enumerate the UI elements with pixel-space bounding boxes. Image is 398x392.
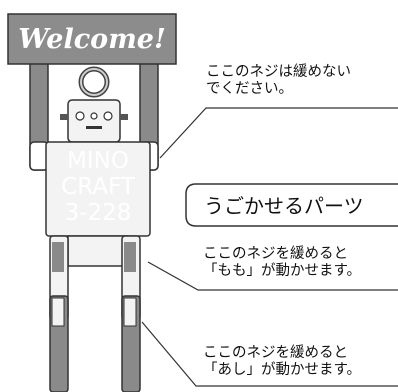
callout-no-loosen-line2: でください。	[206, 81, 293, 97]
callout-thigh-line1: ここのネジを緩めると	[203, 246, 348, 262]
callout-no-loosen-line1: ここのネジは緩めない	[206, 64, 351, 80]
robot-head	[67, 99, 121, 143]
sign-text: Welcome!	[18, 23, 166, 55]
callout-leg-line2: 「あし」が動かせます。	[203, 362, 362, 378]
movable-parts-title: うごかせるパーツ	[204, 194, 364, 218]
screw-icon	[75, 111, 85, 121]
callout-thigh: ここのネジを緩めると 「もも」が動かせます。	[203, 246, 361, 280]
left-ear-bolt	[60, 114, 68, 120]
leader-line-no-loosen	[159, 107, 398, 159]
callout-leg-line1: ここのネジを緩めると	[203, 345, 348, 361]
callout-no-loosen: ここのネジは緩めない でください。	[206, 64, 351, 98]
body-label-line2: CRAFT	[61, 174, 135, 200]
screw-icon	[90, 112, 98, 120]
body-label-line3: 3-228	[64, 200, 132, 226]
mouth-slot	[86, 126, 102, 129]
welcome-sign	[7, 13, 177, 65]
left-lower-leg	[49, 295, 69, 392]
leader-line-leg	[141, 321, 398, 387]
callout-thigh-line2: 「もも」が動かせます。	[203, 263, 362, 279]
movable-parts-box	[185, 183, 398, 227]
right-lower-leg	[121, 295, 141, 392]
body-label-line1: MINO	[67, 148, 129, 174]
right-ear-bolt	[120, 114, 128, 120]
leader-line-thigh	[147, 261, 398, 291]
robot-hips	[67, 235, 129, 267]
screw-icon	[103, 111, 113, 121]
callout-leg: ここのネジを緩めると 「あし」が動かせます。	[203, 345, 361, 379]
